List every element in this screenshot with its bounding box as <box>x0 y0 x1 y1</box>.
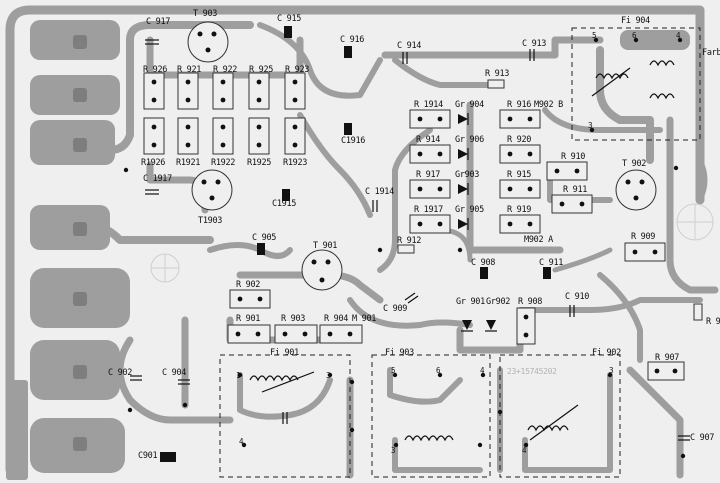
label-r923: R 923 <box>285 65 310 75</box>
label-r1922: R1922 <box>211 158 236 168</box>
label-r910: R 910 <box>561 152 586 162</box>
label-r1914: R 1914 <box>414 100 443 110</box>
label-r920: R 920 <box>507 135 532 145</box>
label-r912: R 912 <box>397 236 422 246</box>
label-farb: Farb <box>702 48 720 58</box>
label-c916: C 916 <box>340 35 365 45</box>
label-m902b: M902 B <box>534 100 563 110</box>
label-r915: R 915 <box>507 170 532 180</box>
pin-label: 4 <box>522 446 527 455</box>
copper-traces <box>5 5 719 479</box>
vias <box>123 37 686 459</box>
pin-label: 3 <box>326 371 331 380</box>
label-m902a: M902 A <box>524 235 553 245</box>
label-fi904: Fi 904 <box>621 16 650 26</box>
pin-label: 4 <box>239 437 244 446</box>
transistors <box>187 21 657 291</box>
label-m901: M 901 <box>352 314 377 324</box>
square-pads <box>73 35 87 451</box>
pin-label: 5 <box>592 31 597 40</box>
label-r907: R 907 <box>655 353 680 363</box>
label-c913: C 913 <box>522 39 547 49</box>
label-c902: C 902 <box>108 368 133 378</box>
pin-label: 6 <box>436 366 441 375</box>
label-c915: C 915 <box>277 14 302 24</box>
label-r903: R 903 <box>281 314 306 324</box>
label-c911: C 911 <box>539 258 564 268</box>
label-gr901: Gr 901 <box>456 297 485 307</box>
label-r926: R 926 <box>143 65 168 75</box>
label-t1903: T1903 <box>198 216 223 226</box>
resistor-bodies <box>143 72 703 381</box>
label-fi903: Fi 903 <box>385 348 414 358</box>
label-r908: R 908 <box>518 297 543 307</box>
label-r922: R 922 <box>213 65 238 75</box>
label-gr902: Gr902 <box>486 297 511 307</box>
label-r1926: R1926 <box>141 158 166 168</box>
label-t902: T 902 <box>622 159 647 169</box>
label-gr906: Gr 906 <box>455 135 484 145</box>
pin-label: 3 <box>391 446 396 455</box>
capacitors <box>130 26 690 462</box>
label-c914: C 914 <box>397 41 422 51</box>
label-r925: R 925 <box>249 65 274 75</box>
filter-outlines <box>219 27 701 478</box>
pin-label: 3 <box>609 366 614 375</box>
pin-label: 1 <box>236 371 241 380</box>
pin-label: 3 <box>588 121 593 130</box>
label-c1914: C 1914 <box>365 187 394 197</box>
label-r901: R 901 <box>236 314 261 324</box>
label-c909: C 909 <box>383 304 408 314</box>
label-gr904: Gr 904 <box>455 100 484 110</box>
label-c917: C 917 <box>146 17 171 27</box>
mounting-marks <box>150 203 714 283</box>
label-r919: R 919 <box>507 205 532 215</box>
label-r1917: R 1917 <box>414 205 443 215</box>
label-fi901: Fi 901 <box>270 348 299 358</box>
pin-label: 4 <box>480 366 485 375</box>
pin-label: 5 <box>391 366 396 375</box>
label-c904: C 904 <box>162 368 187 378</box>
label-serial: 23+15745202 <box>507 367 557 376</box>
label-r904: R 904 <box>324 314 349 324</box>
label-t901: T 901 <box>313 241 338 251</box>
label-c1915: C1915 <box>272 199 297 209</box>
pin-label: 6 <box>632 31 637 40</box>
label-r9x: R 9 <box>706 317 720 327</box>
label-c907: C 907 <box>690 433 715 443</box>
label-r1923: R1923 <box>283 158 308 168</box>
label-r921: R 921 <box>177 65 202 75</box>
label-gr903: Gr903 <box>455 170 480 180</box>
label-c905: C 905 <box>252 233 277 243</box>
label-c908: C 908 <box>471 258 496 268</box>
label-r1925: R1925 <box>247 158 272 168</box>
label-r916: R 916 <box>507 100 532 110</box>
resistor-holes <box>151 79 678 374</box>
label-r902: R 902 <box>236 280 261 290</box>
label-c901: C901 <box>138 451 158 461</box>
label-r911: R 911 <box>563 185 588 195</box>
label-t903: T 903 <box>193 9 218 19</box>
label-c1917: C 1917 <box>143 174 172 184</box>
label-r913: R 913 <box>485 69 510 79</box>
label-c1916: C1916 <box>341 136 366 146</box>
diodes <box>458 113 497 332</box>
coils <box>249 60 675 442</box>
label-c910: C 910 <box>565 292 590 302</box>
label-gr905: Gr 905 <box>455 205 484 215</box>
label-r914: R 914 <box>416 135 441 145</box>
label-fi902: Fi 902 <box>592 348 621 358</box>
label-r909: R 909 <box>631 232 656 242</box>
label-r917: R 917 <box>416 170 441 180</box>
pin-label: 4 <box>676 31 681 40</box>
label-r1921: R1921 <box>176 158 201 168</box>
